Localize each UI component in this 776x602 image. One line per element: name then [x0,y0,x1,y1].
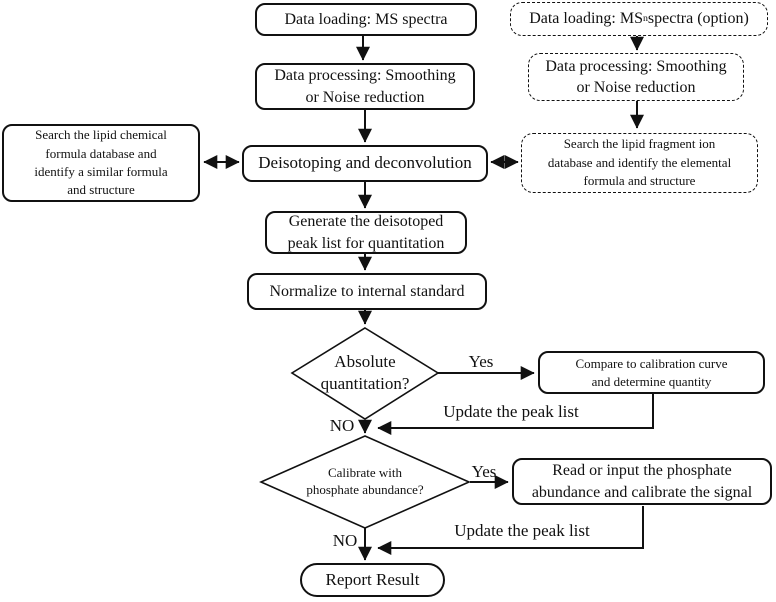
node-normalize-internal-standard: Normalize to internal standard [247,273,487,310]
decision-diamond-absolute-quantitation [290,327,440,420]
node-compare-calibration-curve: Compare to calibration curve and determi… [538,351,765,394]
return-line-compare-to-mainflow [377,394,654,435]
edge-label-yes-2: Yes [471,462,497,481]
node-data-processing-option: Data processing: Smoothing or Noise redu… [528,53,744,101]
node-data-loading-ms: Data loading: MS spectra [255,3,477,36]
edge-label-no-2: NO [332,531,358,550]
node-data-processing-main: Data processing: Smoothing or Noise redu… [255,63,475,110]
edge-label-update-peak-list-1: Update the peak list [443,402,579,421]
decision-label-calibrate-phosphate: Calibrate with phosphate abundance? [306,465,424,497]
msn-label-suffix: spectra (option) [647,10,749,28]
decision-diamond-calibrate-phosphate [259,435,471,529]
node-search-chemical-formula-db: Search the lipid chemical formula databa… [2,124,200,202]
decision-label-absolute-quantitation: Absolute quantitation? [320,351,410,393]
edge-label-yes-1: Yes [468,352,494,371]
msn-label-prefix: Data loading: MS [529,10,643,28]
node-report-result: Report Result [300,563,445,597]
return-line-read-to-mainflow [377,506,644,555]
node-generate-peak-list: Generate the deisotoped peak list for qu… [265,211,467,254]
node-read-phosphate-abundance: Read or input the phosphate abundance an… [512,458,772,505]
edge-label-no-1: NO [329,416,355,435]
node-deisotoping-deconvolution: Deisotoping and deconvolution [242,145,488,182]
node-search-fragment-ion-db: Search the lipid fragment ion database a… [521,133,758,193]
edge-label-update-peak-list-2: Update the peak list [454,521,590,540]
